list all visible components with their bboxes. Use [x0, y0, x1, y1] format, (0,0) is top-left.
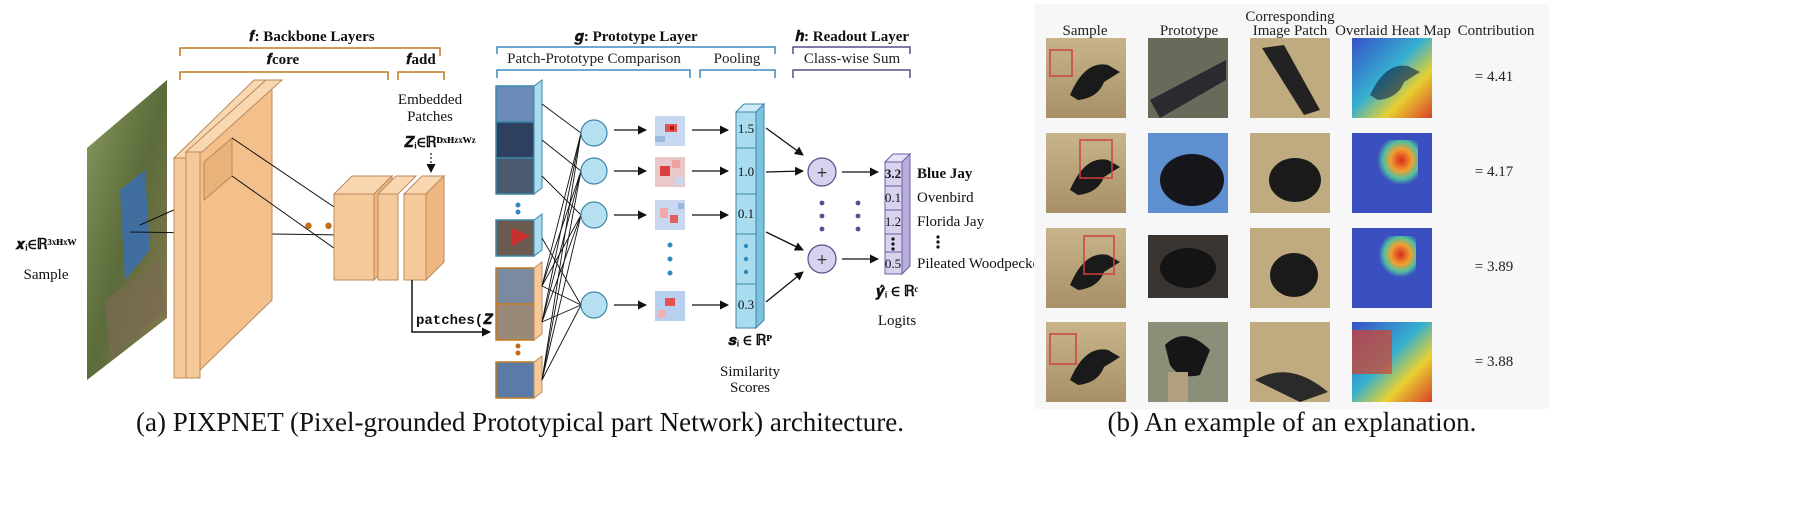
prototype-title: 𝒈: Prototype Layer — [573, 29, 698, 45]
similarity-nodes — [580, 119, 647, 319]
patch-thumb-2 — [495, 303, 535, 341]
pooling-label: Pooling — [714, 51, 761, 67]
logit-value-1: 3.2 — [885, 166, 901, 181]
explanation-row-1: = 4.41 — [1046, 38, 1513, 118]
fcore-brace — [179, 71, 389, 80]
comparison-label: Patch-Prototype Comparison — [507, 51, 681, 67]
input-sample: 𝒙ᵢ∈ℝ³ˣᴴˣᵂ Sample — [15, 80, 347, 380]
logits-vector: 3.2 0.1 1.2 0.5 𝒚̂ᵢ ∈ ℝᶜ Logits Blue Jay… — [875, 152, 1044, 329]
logit-value-2: 0.1 — [885, 190, 901, 205]
readout-title: 𝒉: Readout Layer — [795, 29, 909, 45]
input-label: Sample — [24, 267, 69, 283]
explanation-panel: Sample Prototype Corresponding Image Pat… — [1034, 4, 1549, 409]
classwise-label: Class-wise Sum — [804, 51, 901, 67]
proto-thumb-2 — [495, 121, 535, 159]
similarity-vector: 1.5 1.0 0.1 0.3 𝒔ᵢ ∈ ℝᴾ Similarity Score… — [720, 102, 781, 396]
sim-node-1 — [580, 119, 608, 147]
sum-plus-1: + — [816, 165, 828, 181]
prototype-brace — [496, 46, 776, 54]
fadd-label: 𝒇add — [405, 52, 436, 68]
proto-thumb-3 — [495, 157, 535, 195]
heatmap-1 — [655, 116, 685, 146]
classwise-brace — [792, 69, 911, 78]
similarity-label-2: Scores — [730, 380, 770, 396]
embedded-label-1: Embedded — [398, 92, 463, 108]
sim-value-4: 0.3 — [738, 297, 754, 312]
patch-thumb-1 — [495, 267, 535, 305]
embedded-label-2: Patches — [407, 109, 453, 125]
input-math: 𝒙ᵢ∈ℝ³ˣᴴˣᵂ — [15, 237, 78, 253]
logits-label: Logits — [878, 313, 916, 329]
comparison-lines — [541, 103, 582, 381]
patch-thumb-3 — [495, 361, 535, 399]
backbone-brace — [179, 47, 441, 56]
sim-value-3: 0.1 — [738, 206, 754, 221]
class-label-3: Florida Jay — [917, 214, 985, 230]
logit-value-3: 1.2 — [885, 214, 901, 229]
explanation-row-3: = 3.89 — [1046, 228, 1513, 308]
class-label-2: Ovenbird — [917, 190, 974, 206]
similarity-math: 𝒔ᵢ ∈ ℝᴾ — [728, 333, 772, 349]
backbone-slab-2 — [185, 151, 201, 379]
readout-sums: + + — [765, 127, 879, 303]
explanation-row-2: = 4.17 — [1046, 133, 1514, 213]
patches-func: patches(𝒁ᵢ) — [416, 313, 509, 329]
col-header-sample: Sample — [1063, 23, 1108, 39]
bird-shape — [120, 170, 150, 280]
readout-header: 𝒉: Readout Layer Class-wise Sum — [792, 29, 911, 78]
sim-value-2: 1.0 — [738, 164, 754, 179]
logit-value-4: 0.5 — [885, 256, 901, 271]
fcore-label: 𝒇core — [266, 52, 300, 68]
sim-value-1: 1.5 — [738, 121, 754, 136]
comparison-brace — [496, 69, 691, 78]
fcore-block — [333, 193, 375, 281]
col-header-prototype: Prototype — [1160, 23, 1219, 39]
similarity-heatmaps — [655, 116, 729, 321]
heatmap-4 — [655, 291, 685, 321]
z-math: 𝒁ᵢ∈ℝᴰˣᴴᶻˣᵂᶻ — [403, 135, 476, 151]
contribution-3: = 3.89 — [1475, 259, 1513, 275]
prototype-thumbnails — [495, 79, 543, 399]
col-header-image-patch: Image Patch — [1253, 23, 1328, 39]
sample-box — [1049, 49, 1073, 77]
class-label-1: Blue Jay — [917, 166, 973, 182]
patch-thumb-group — [495, 261, 543, 399]
readout-brace — [792, 46, 911, 54]
contribution-4: = 3.88 — [1475, 354, 1513, 370]
backbone-title: 𝒇: Backbone Layers — [248, 29, 374, 45]
backbone-header: 𝒇: Backbone Layers 𝒇core 𝒇add — [179, 29, 445, 80]
sim-node-3 — [580, 201, 608, 229]
fadd-block-1 — [377, 193, 399, 281]
fadd-block-2 — [403, 193, 427, 281]
caption-b: (b) An example of an explanation. — [1108, 407, 1477, 437]
backbone-layers: • • • Embedded Patches 𝒁ᵢ∈ℝᴰˣᴴᶻˣᵂᶻ patch… — [172, 78, 509, 380]
sim-node-4 — [580, 291, 608, 319]
heatmap-3 — [655, 200, 685, 230]
prototype-header: 𝒈: Prototype Layer Patch-Prototype Compa… — [496, 29, 776, 78]
class-label-4: Pileated Woodpecker — [917, 256, 1044, 272]
contribution-2: = 4.17 — [1475, 164, 1514, 180]
logit-math: 𝒚̂ᵢ ∈ ℝᶜ — [875, 284, 919, 300]
col-header-heatmap: Overlaid Heat Map — [1335, 23, 1451, 39]
sim-node-2 — [580, 157, 608, 185]
explanation-row-4: = 3.88 — [1046, 322, 1513, 402]
caption-a: (a) PIXPNET (Pixel-grounded Prototypical… — [136, 407, 904, 437]
fadd-brace — [397, 71, 445, 80]
sum-plus-2: + — [816, 252, 828, 268]
pooling-brace — [699, 69, 776, 78]
proto-blue-group — [495, 79, 543, 257]
col-header-contribution: Contribution — [1458, 23, 1535, 39]
col-header-corresponding: Corresponding — [1245, 9, 1335, 25]
sum-node-1 — [807, 157, 837, 187]
proto-thumb-1 — [495, 85, 535, 123]
heatmap-2 — [655, 157, 685, 187]
contribution-1: = 4.41 — [1475, 69, 1513, 85]
sum-node-2 — [807, 244, 837, 274]
branch-shape — [105, 260, 165, 360]
similarity-label-1: Similarity — [720, 364, 781, 380]
